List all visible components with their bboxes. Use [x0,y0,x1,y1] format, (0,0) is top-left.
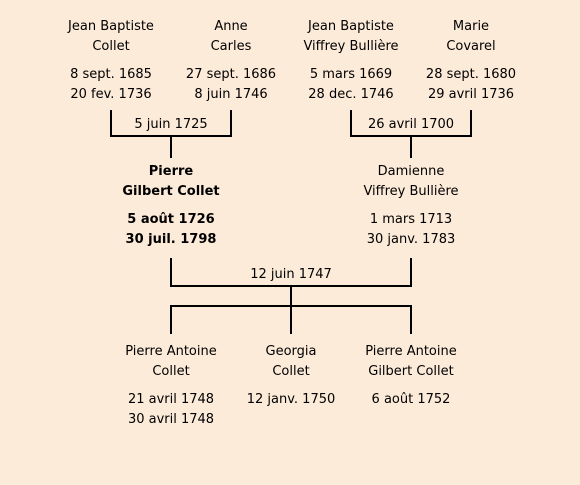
person-last-name: Collet [272,364,310,379]
person-last-name: Gilbert Collet [368,364,454,379]
person-last-name: Collet [152,364,190,379]
person-last-name: Covarel [446,39,496,54]
person-first-name: Pierre Antoine [125,344,217,359]
person-last-name: Viffrey Bullière [303,39,399,54]
person-card-pierre-gilbert-collet: Pierre Gilbert Collet 5 août 1726 30 jui… [106,162,236,250]
person-first-name: Marie [452,19,490,34]
person-first-name: Pierre Antoine [365,344,457,359]
person-card-marie-covarel: Marie Covarel 28 sept. 1680 29 avril 173… [406,17,536,105]
person-first-name: Damienne [377,164,445,179]
person-card-jean-baptiste-collet: Jean Baptiste Collet 8 sept. 1685 20 fev… [46,17,176,105]
person-last-name: Viffrey Bullière [363,184,459,199]
person-first-name: Jean Baptiste [308,19,394,34]
death-date: 20 fev. 1736 [70,87,152,102]
birth-date: 6 août 1752 [371,392,451,407]
person-last-name: Carles [210,39,252,54]
person-first-name: Anne [214,19,248,34]
parents-marriage-date: 12 juin 1747 [250,267,332,282]
person-last-name: Collet [92,39,130,54]
birth-date: 21 avril 1748 [127,392,215,407]
death-date: 30 janv. 1783 [366,232,456,247]
birth-date: 12 janv. 1750 [246,392,336,407]
person-card-pierre-antoine-collet: Pierre Antoine Collet 21 avril 1748 30 a… [106,342,236,430]
person-first-name: Pierre [148,164,194,179]
person-card-georgia-collet: Georgia Collet 12 janv. 1750 [226,342,356,410]
person-card-pierre-antoine-gilbert-collet: Pierre Antoine Gilbert Collet 6 août 175… [346,342,476,410]
maternal-marriage-date: 26 avril 1700 [367,117,455,132]
birth-date: 1 mars 1713 [369,212,453,227]
death-date: 8 juin 1746 [194,87,268,102]
birth-date: 27 sept. 1686 [185,67,277,82]
person-first-name: Georgia [265,344,317,359]
death-date: 30 juil. 1798 [125,232,217,247]
person-last-name: Gilbert Collet [122,184,220,199]
birth-date: 5 mars 1669 [309,67,393,82]
paternal-marriage-date: 5 juin 1725 [134,117,208,132]
person-card-anne-carles: Anne Carles 27 sept. 1686 8 juin 1746 [166,17,296,105]
death-date: 30 avril 1748 [127,412,215,427]
birth-date: 5 août 1726 [127,212,215,227]
person-card-damienne-viffrey-bulliere: Damienne Viffrey Bullière 1 mars 1713 30… [346,162,476,250]
death-date: 29 avril 1736 [427,87,515,102]
birth-date: 28 sept. 1680 [425,67,517,82]
birth-date: 8 sept. 1685 [70,67,152,82]
person-card-jean-baptiste-viffrey-bulliere: Jean Baptiste Viffrey Bullière 5 mars 16… [286,17,416,105]
death-date: 28 dec. 1746 [308,87,394,102]
person-first-name: Jean Baptiste [68,19,154,34]
